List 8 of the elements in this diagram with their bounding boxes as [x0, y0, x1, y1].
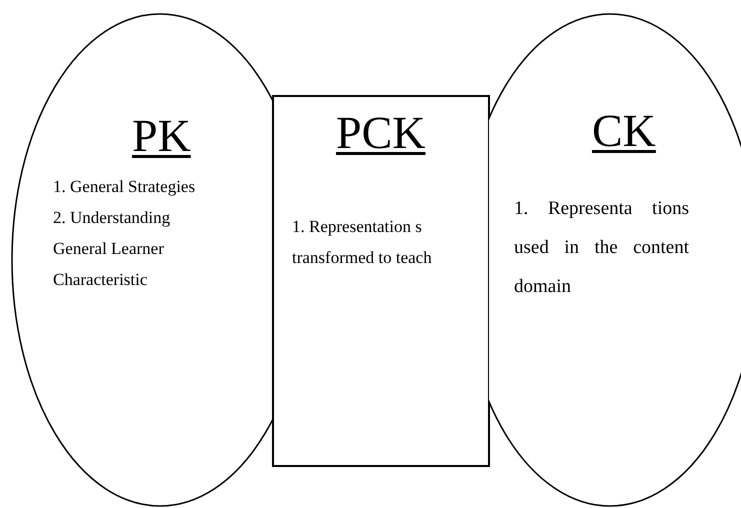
rectangle-shape	[272, 95, 490, 467]
list-item: 1. General Strategies	[53, 177, 196, 196]
heading: PK	[132, 110, 191, 161]
list-item: 2. Understanding General Learner Characteristic	[53, 208, 170, 289]
heading: CK	[592, 105, 656, 156]
list-item: 1. Representa tions used in the content domain	[514, 198, 689, 297]
heading: PCK	[336, 107, 426, 158]
list-item: 1. Representation s transformed to teach	[292, 217, 432, 267]
